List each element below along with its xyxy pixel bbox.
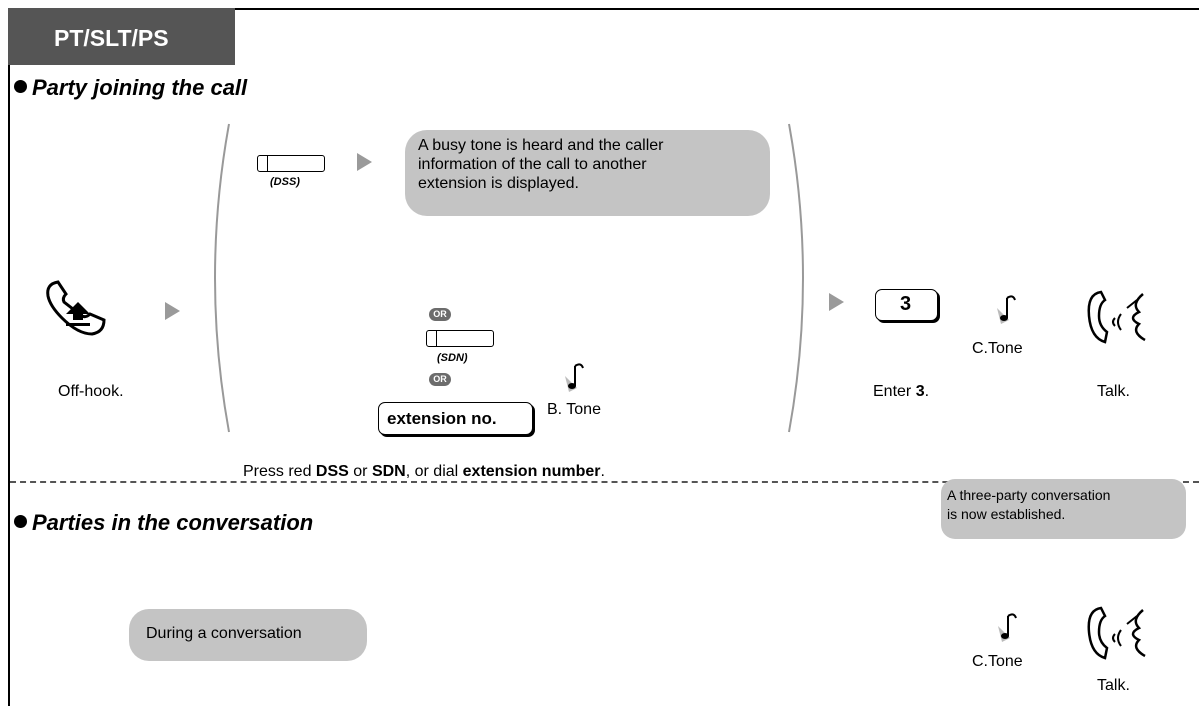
three-party-line-1: A three-party conversation: [947, 487, 1111, 503]
talk-label: Talk.: [1097, 383, 1130, 400]
arrow-icon: [357, 153, 372, 171]
bullet-icon: [14, 515, 27, 528]
right-paren: [788, 123, 804, 433]
ctone-note-icon: [998, 613, 1017, 642]
ctone-note-icon: [997, 295, 1016, 324]
talk-icon: [1087, 606, 1146, 660]
offhook-label: Off-hook.: [58, 383, 124, 400]
busy-tone-bubble: A busy tone is heard and the caller info…: [405, 130, 770, 216]
ctone-label-2: C.Tone: [972, 653, 1023, 670]
during-conversation-label: During a conversation: [146, 625, 302, 642]
talk-icon: [1087, 290, 1146, 344]
dss-key[interactable]: [257, 155, 325, 172]
btone-note-icon: [565, 363, 584, 392]
ctone-label: C.Tone: [972, 340, 1023, 357]
section-title-parties-in-conversation: Parties in the conversation: [14, 510, 313, 536]
or-badge: OR: [429, 308, 451, 321]
busy-bubble-line-2: information of the call to another: [418, 156, 647, 173]
extension-box-label: extension no.: [387, 409, 497, 428]
enter-3-label: Enter 3.: [873, 383, 930, 400]
key-3-button[interactable]: 3: [875, 289, 938, 321]
page-frame: [8, 8, 1199, 706]
busy-bubble-line-1: A busy tone is heard and the caller: [418, 137, 664, 154]
sdn-key[interactable]: [426, 330, 494, 347]
busy-bubble-line-3: extension is displayed.: [418, 175, 579, 192]
key-3-label: 3: [900, 293, 912, 315]
section-title-party-joining: Party joining the call: [14, 75, 247, 101]
press-instruction: Press red DSS or SDN, or dial extension …: [243, 463, 605, 480]
or-badge: OR: [429, 373, 451, 386]
section-divider: [10, 481, 1199, 483]
sdn-key-label: (SDN): [437, 352, 468, 364]
during-conversation-bubble: During a conversation: [129, 609, 367, 661]
talk-label-2: Talk.: [1097, 677, 1130, 694]
header-tab-label: PT/SLT/PS: [54, 25, 169, 51]
section2-title-text: Parties in the conversation: [32, 510, 314, 535]
section1-title-text: Party joining the call: [32, 75, 248, 100]
dss-key-label: (DSS): [270, 176, 300, 188]
left-paren: [214, 123, 230, 433]
bullet-icon: [14, 80, 27, 93]
extension-number-box[interactable]: extension no.: [378, 402, 533, 435]
offhook-handset-icon: [46, 280, 106, 336]
arrow-icon: [165, 302, 180, 320]
three-party-line-2: is now established.: [947, 506, 1066, 522]
three-party-bubble: A three-party conversation is now establ…: [941, 479, 1186, 539]
arrow-icon: [829, 293, 844, 311]
btone-label: B. Tone: [547, 401, 601, 418]
header-tab: PT/SLT/PS: [8, 8, 235, 65]
